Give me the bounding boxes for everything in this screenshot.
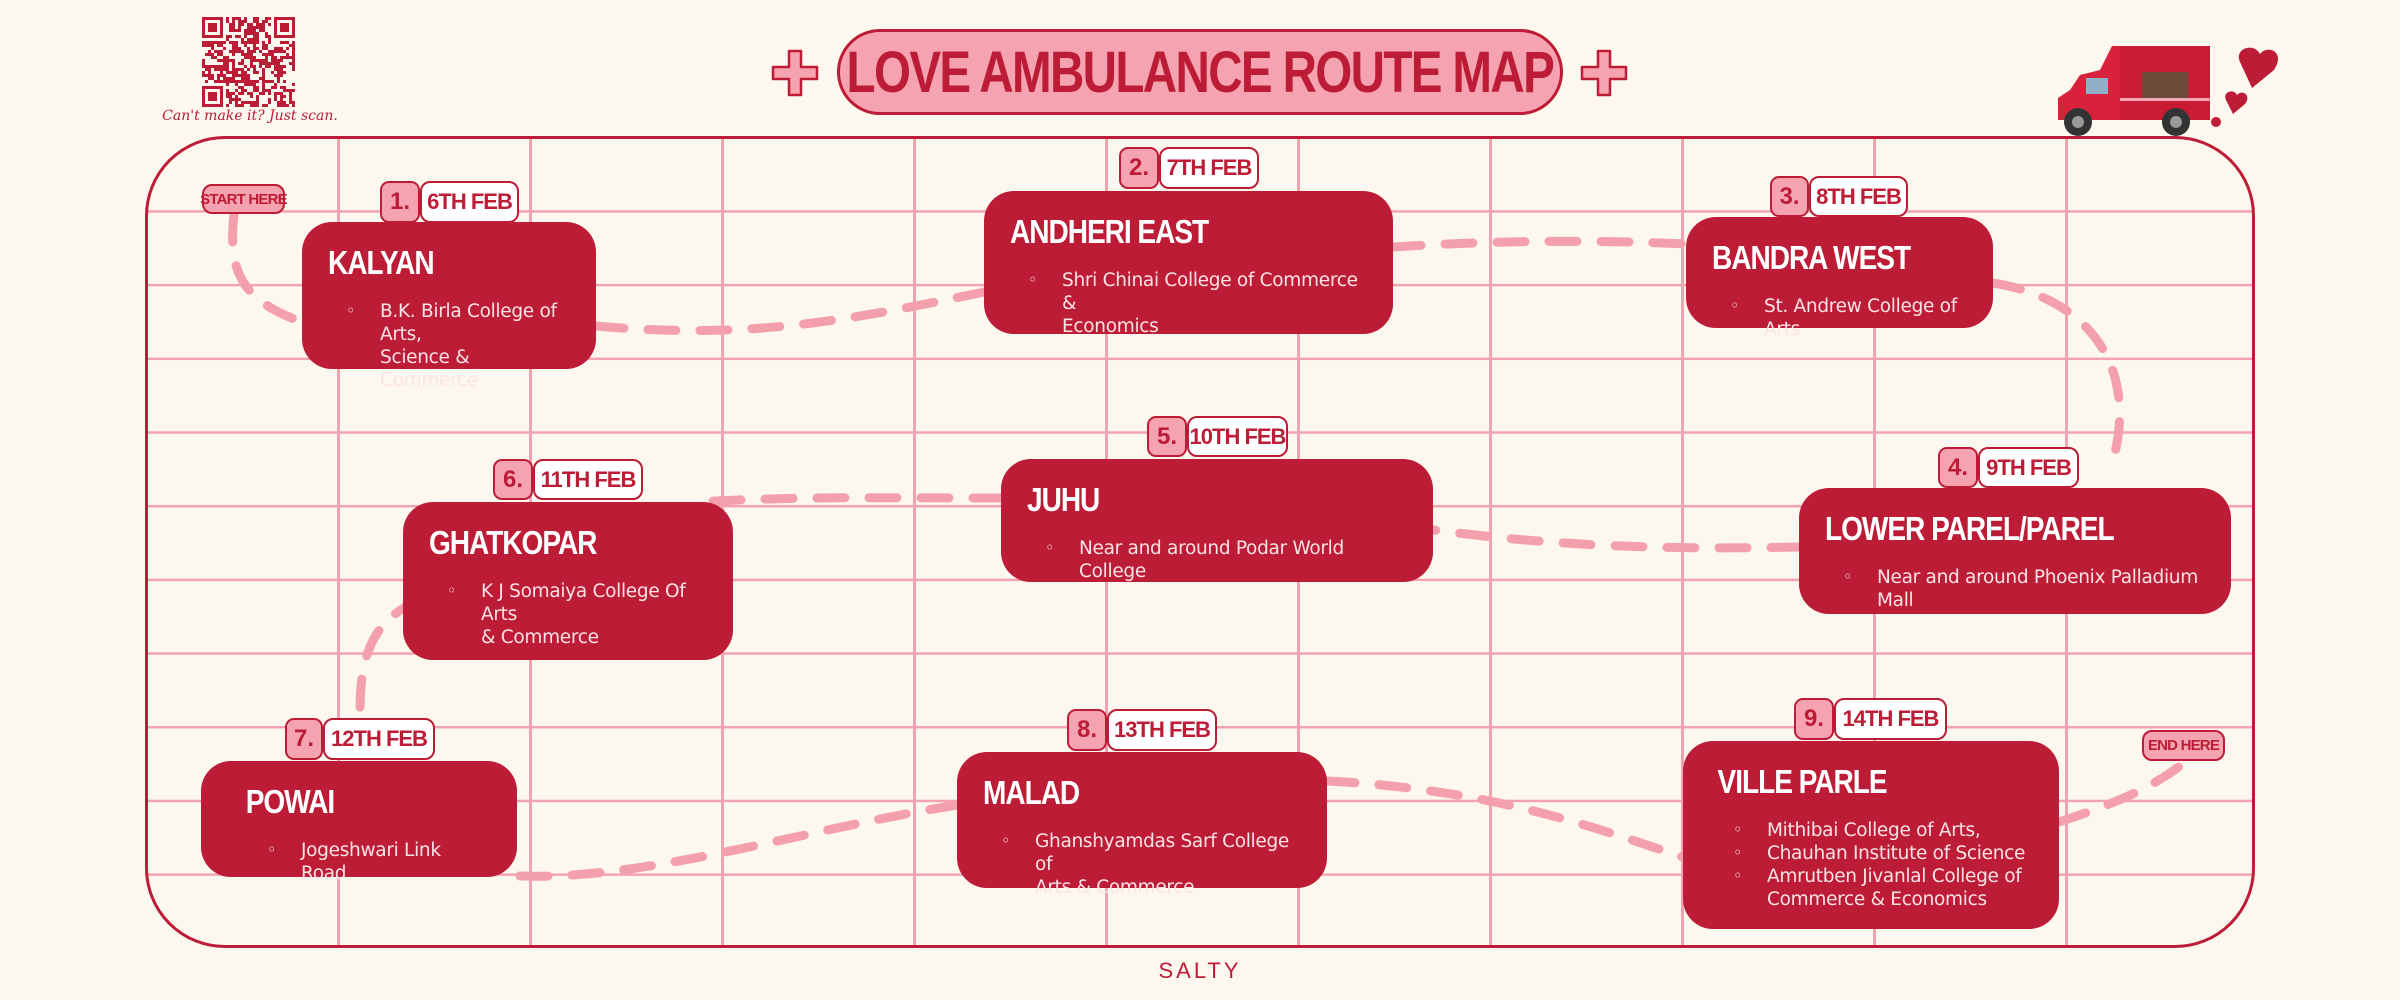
stop-number: 5. [1147, 416, 1187, 457]
stop-number: 9. [1794, 698, 1834, 740]
route-segment [228, 209, 307, 327]
stop-date: 12TH FEB [323, 718, 435, 760]
venue: Mithibai College of Arts, [1733, 818, 2033, 842]
stop-card-lower-parel: LOWER PAREL/PAREL Near and around Phoeni… [1799, 488, 2231, 614]
venue: B.K. Birla College of Arts, [346, 299, 570, 346]
brand-logo: SALTY [1158, 958, 1242, 983]
stop-number: 2. [1119, 147, 1159, 189]
stop-date: 13TH FEB [1107, 709, 1217, 751]
stop-date: 10TH FEB [1187, 416, 1288, 457]
stop-place: GHATKOPAR [429, 524, 597, 561]
stop-place: POWAI [245, 783, 335, 820]
route-segment [1428, 525, 1804, 553]
qr-code[interactable] [202, 17, 295, 107]
stop-card-powai: POWAI Jogeshwari Link Road [201, 761, 517, 884]
stop-card-ghatkopar: GHATKOPAR K J Somaiya College Of Arts& C… [403, 502, 733, 660]
start-here-label: START HERE [200, 184, 288, 214]
stop-card-ville-parle: VILLE PARLE Mithibai College of Arts, Ch… [1683, 741, 2059, 929]
plus-icon [771, 49, 819, 97]
venue: Science & Commerce [380, 347, 479, 391]
stop-number: 7. [285, 718, 323, 760]
venue: & Commerce [481, 627, 599, 648]
stop-card-juhu: JUHU Near and around Podar World College [1001, 459, 1433, 582]
ambulance-truck-illustration [2058, 46, 2279, 136]
stop-date: 8TH FEB [1809, 176, 1908, 217]
stop-place: KALYAN [328, 244, 435, 281]
venue: Economics [1062, 316, 1159, 337]
stop-date: 9TH FEB [1978, 447, 2079, 488]
stop-date: 11TH FEB [533, 459, 643, 500]
stop-place: MALAD [983, 774, 1080, 811]
plus-icon [1580, 49, 1628, 97]
route-segment [1322, 776, 1688, 862]
venue: Chauhan Institute of Science [1733, 841, 2033, 865]
venue: Amrutben Jivanlal College of [1733, 864, 2033, 888]
venue: Arts & Commerce [1035, 877, 1195, 898]
venue: Near and around Podar World College [1045, 536, 1407, 583]
route-segment [591, 287, 989, 336]
stop-place: JUHU [1027, 481, 1100, 518]
page-title: LOVE AMBULANCE ROUTE MAP [837, 29, 1563, 115]
page-title-text: LOVE AMBULANCE ROUTE MAP [846, 39, 1555, 105]
route-segment [515, 800, 962, 881]
venue: Commerce & Economics [1767, 889, 1987, 910]
heart-icon [2238, 47, 2279, 88]
stop-number: 8. [1067, 709, 1107, 751]
stop-card-andheri-east: ANDHERI EAST Shri Chinai College of Comm… [984, 191, 1393, 337]
stop-place: LOWER PAREL/PAREL [1825, 510, 2115, 547]
stop-place: ANDHERI EAST [1010, 213, 1209, 250]
stop-number: 3. [1770, 176, 1809, 217]
stop-date: 7TH FEB [1159, 147, 1259, 189]
stop-card-bandra-west: BANDRA WEST St. Andrew College of Arts [1686, 217, 1993, 340]
venue: K J Somaiya College Of Arts [447, 579, 707, 626]
stop-number: 6. [493, 459, 533, 500]
route-segment [1988, 278, 2125, 475]
venue: Shri Chinai College of Commerce & [1028, 268, 1367, 315]
route-segment [692, 493, 1006, 507]
route-segment [1388, 236, 1691, 252]
stop-date: 14TH FEB [1834, 698, 1947, 740]
end-here-label: END HERE [2142, 730, 2225, 761]
stop-place: BANDRA WEST [1712, 239, 1911, 276]
stop-number: 4. [1938, 447, 1978, 488]
qr-caption: Can't make it? Just scan. [162, 108, 338, 124]
venue: Near and around Phoenix Palladium Mall [1843, 565, 2205, 612]
stop-date: 6TH FEB [420, 181, 519, 223]
venue: Ghanshyamdas Sarf College of [1001, 829, 1301, 876]
venue: St. Andrew College of Arts [1730, 294, 1967, 341]
stop-number: 1. [380, 181, 420, 223]
stop-card-kalyan: KALYAN B.K. Birla College of Arts,Scienc… [302, 222, 596, 391]
heart-icon [2225, 91, 2248, 114]
stop-place: VILLE PARLE [1717, 763, 1888, 800]
venue: Jogeshwari Link Road [267, 838, 491, 885]
route-segment [2054, 757, 2190, 827]
